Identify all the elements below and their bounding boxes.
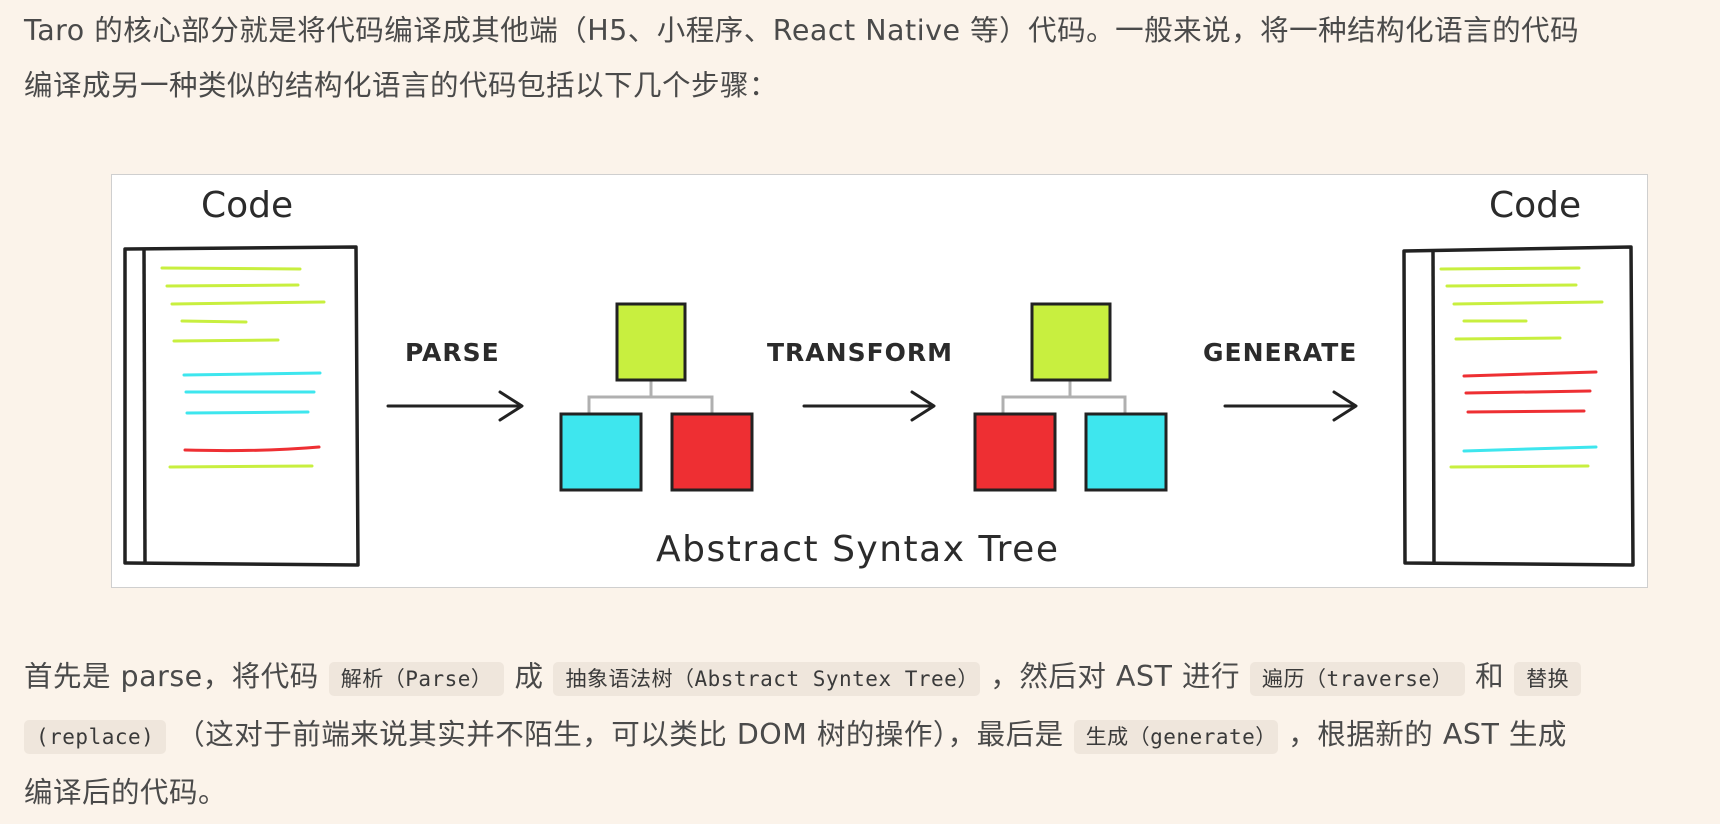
steps-text-2: 成 [514, 660, 544, 693]
code-parse: 解析（Parse） [328, 662, 505, 696]
transform-step: TRANSFORM [767, 338, 953, 422]
code-replace: (replace) [24, 720, 167, 754]
parse-label: PARSE [405, 338, 500, 367]
intro-paragraph: Taro 的核心部分就是将代码编译成其他端（H5、小程序、React Nativ… [24, 3, 1714, 113]
generate-label: GENERATE [1203, 338, 1357, 367]
generated-code-document: Code [1402, 185, 1635, 567]
code-ast: 抽象语法树（Abstract Syntex Tree） [553, 662, 981, 696]
intro-line-1: Taro 的核心部分就是将代码编译成其他端（H5、小程序、React Nativ… [24, 14, 1580, 47]
code-traverse: 遍历（traverse） [1249, 662, 1466, 696]
child-node-cyan-transformed [1084, 412, 1168, 492]
intro-line-2: 编译成另一种类似的结构化语言的代码包括以下几个步骤： [24, 69, 779, 102]
steps-text-5: （这对于前端来说其实并不陌生，可以类比 DOM 树的操作），最后是 [176, 718, 1064, 751]
steps-text-3: ，然后对 AST 进行 [990, 660, 1240, 693]
code-replace-cn: 替换 [1514, 662, 1582, 696]
steps-text-4: 和 [1475, 660, 1505, 693]
ast-tree-after [973, 302, 1168, 492]
compiler-pipeline-diagram: Code PARSE [111, 174, 1648, 588]
parse-step: PARSE [386, 338, 524, 422]
child-node-red-transformed [973, 412, 1057, 492]
child-node-cyan [559, 412, 643, 492]
left-code-label: Code [201, 185, 293, 226]
root-node-green [615, 302, 687, 382]
child-node-red [670, 412, 754, 492]
steps-text-7: 编译后的代码。 [24, 776, 228, 809]
root-node-green-transformed [1030, 302, 1112, 382]
steps-text-1: 首先是 parse，将代码 [24, 660, 319, 693]
source-code-document: Code [123, 185, 360, 567]
steps-paragraph: 首先是 parse，将代码解析（Parse） 成抽象语法树（Abstract Sy… [24, 649, 1714, 820]
transform-label: TRANSFORM [767, 338, 953, 367]
code-generate: 生成（generate） [1073, 720, 1279, 754]
steps-text-6: ，根据新的 AST 生成 [1288, 718, 1567, 751]
ast-tree-before [559, 302, 754, 492]
right-code-label: Code [1489, 185, 1581, 226]
generate-step: GENERATE [1203, 338, 1358, 422]
ast-label: Abstract Syntax Tree [656, 529, 1059, 570]
